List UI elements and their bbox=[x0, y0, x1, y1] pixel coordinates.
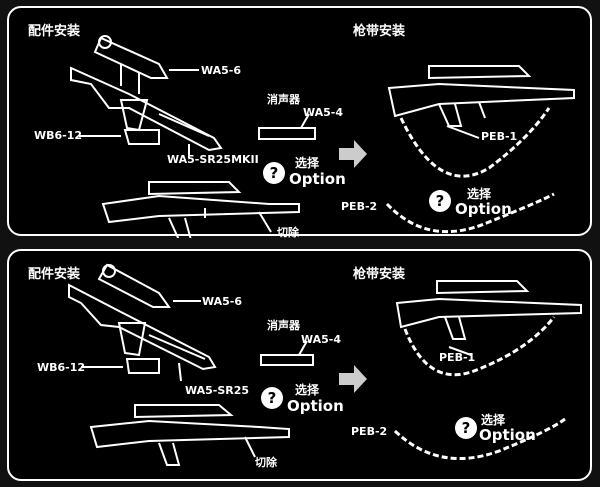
assembled-rifle-illustration bbox=[89, 404, 290, 466]
scope-illustration bbox=[93, 35, 169, 94]
rifle-code-label: WA5-SR25 bbox=[185, 384, 250, 397]
mount-code-label: WB6-12 bbox=[34, 129, 83, 142]
option-label: Option bbox=[455, 200, 512, 218]
option-label: Option bbox=[289, 170, 346, 188]
suppressor-name-label: 消声器 bbox=[267, 93, 300, 106]
assembled-rifle-illustration bbox=[101, 181, 300, 238]
sling-install-title: 枪带安装 bbox=[353, 267, 406, 282]
select-label: 选择 bbox=[481, 413, 506, 427]
option-label: Option bbox=[479, 426, 536, 444]
scope-illustration bbox=[97, 263, 171, 308]
cut-label: 切除 bbox=[255, 456, 277, 469]
suppressor-code-label: WA5-4 bbox=[301, 333, 342, 346]
sling1-leader-line bbox=[448, 346, 472, 356]
mount-rail-illustration bbox=[123, 129, 160, 145]
suppressor-illustration bbox=[258, 127, 316, 140]
rifle-leader-line bbox=[178, 362, 182, 382]
scope-code-label: WA5-6 bbox=[201, 64, 242, 77]
sling1-code-label: PEB-1 bbox=[481, 130, 518, 143]
suppressor-leader-line bbox=[298, 340, 308, 356]
select-label: 选择 bbox=[295, 383, 320, 397]
bottom-instruction-panel: 配件安装 枪带安装 bbox=[7, 249, 592, 481]
step-arrow-icon bbox=[339, 365, 367, 393]
question-icon: ? bbox=[429, 190, 451, 212]
select-label: 选择 bbox=[467, 187, 492, 201]
sling2-illustration bbox=[393, 417, 566, 461]
sling1-leader-line bbox=[446, 125, 480, 139]
question-icon: ? bbox=[263, 162, 285, 184]
suppressor-illustration bbox=[260, 354, 314, 366]
sling1-code-label: PEB-1 bbox=[439, 351, 476, 364]
top-line-art bbox=[70, 35, 575, 238]
sling-install-title: 枪带安装 bbox=[353, 24, 406, 39]
question-icon: ? bbox=[455, 417, 477, 439]
top-instruction-panel: 配件安装 枪带安装 bbox=[7, 6, 592, 239]
select-label: 选择 bbox=[295, 156, 320, 170]
sling2-code-label: PEB-2 bbox=[351, 425, 388, 438]
option-label: Option bbox=[287, 397, 344, 415]
rifle-exploded-illustration bbox=[68, 283, 217, 371]
scope-code-label: WA5-6 bbox=[202, 295, 243, 308]
suppressor-name-label: 消声器 bbox=[267, 319, 300, 332]
mount-code-label: WB6-12 bbox=[37, 361, 86, 374]
rifle-code-label: WA5-SR25MKII bbox=[167, 153, 259, 166]
step-arrow-icon bbox=[339, 140, 367, 168]
question-icon: ? bbox=[261, 387, 283, 409]
sling2-code-label: PEB-2 bbox=[341, 200, 378, 213]
parts-install-title: 配件安装 bbox=[28, 24, 81, 39]
bottom-line-art bbox=[68, 263, 582, 466]
rifle-with-sling-illustration bbox=[387, 65, 575, 178]
cut-label: 切除 bbox=[277, 226, 299, 239]
rifle-exploded-illustration bbox=[70, 66, 223, 152]
suppressor-leader-line bbox=[300, 113, 310, 129]
suppressor-code-label: WA5-4 bbox=[303, 106, 344, 119]
parts-install-title: 配件安装 bbox=[28, 267, 81, 282]
rifle-with-sling-illustration bbox=[395, 280, 582, 377]
mount-rail-illustration bbox=[125, 358, 160, 374]
sling2-illustration bbox=[385, 192, 555, 234]
